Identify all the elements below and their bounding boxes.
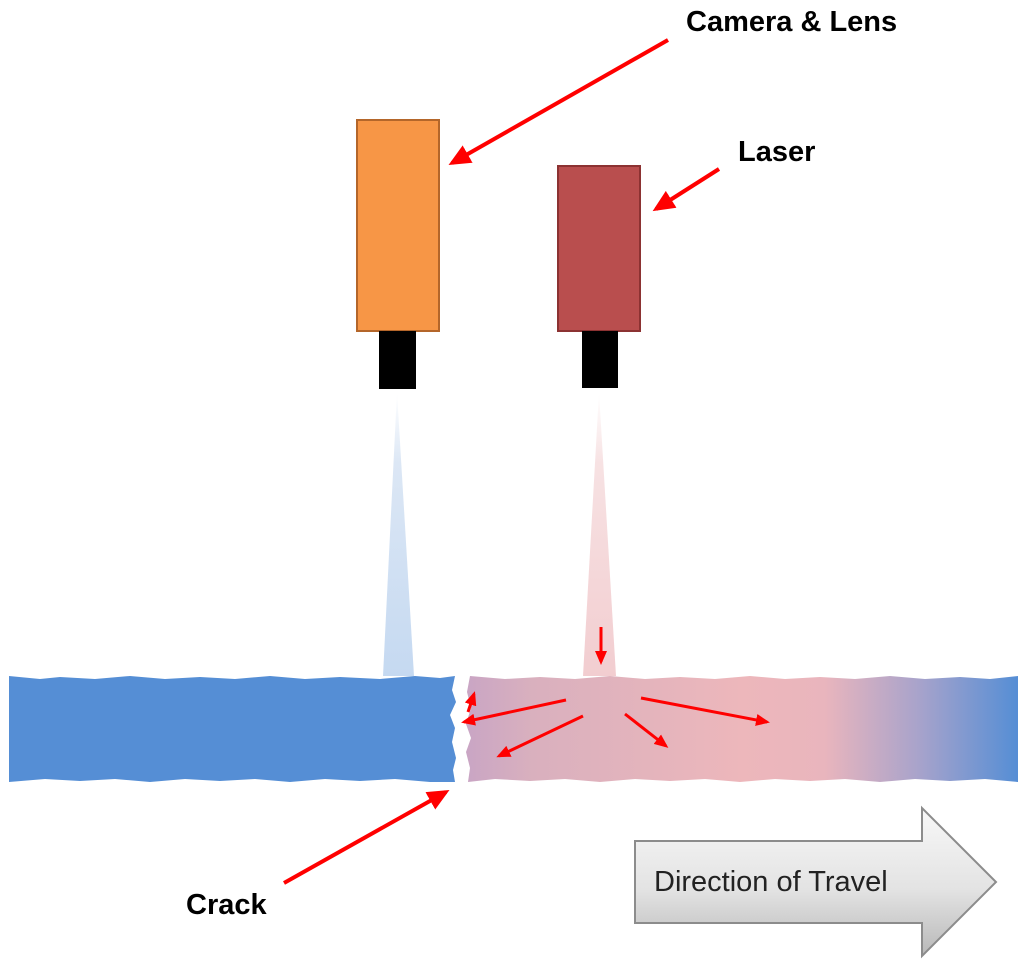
heat-arrow-left-lower (496, 714, 584, 758)
direction-label: Direction of Travel (654, 866, 888, 898)
laser-label: Laser (738, 136, 815, 168)
camera-body (356, 119, 440, 332)
heat-arrow-left-upper (461, 698, 567, 726)
heat-arrow-down-right (624, 712, 669, 748)
camera-icon (356, 119, 440, 389)
camera-view-beam (383, 392, 414, 676)
crack-callout-arrow (283, 790, 450, 885)
laser-icon (557, 165, 641, 388)
camera-label: Camera & Lens (686, 6, 897, 38)
camera-lens (379, 331, 416, 389)
laser-body (557, 165, 641, 332)
laser-callout-arrow (652, 167, 721, 212)
heat-arrow-crack-up (464, 691, 477, 713)
surface-right (466, 676, 1018, 782)
heat-propagation-arrows (461, 627, 770, 758)
direction-arrow-shape (634, 805, 998, 959)
crack-label: Crack (186, 889, 267, 921)
heat-arrow-right (640, 696, 770, 726)
camera-callout-arrow (448, 38, 669, 165)
laser-lens (582, 331, 618, 388)
surface-left (9, 676, 456, 782)
direction-arrow-icon: Direction of Travel (634, 805, 998, 959)
laser-beam (583, 392, 616, 676)
